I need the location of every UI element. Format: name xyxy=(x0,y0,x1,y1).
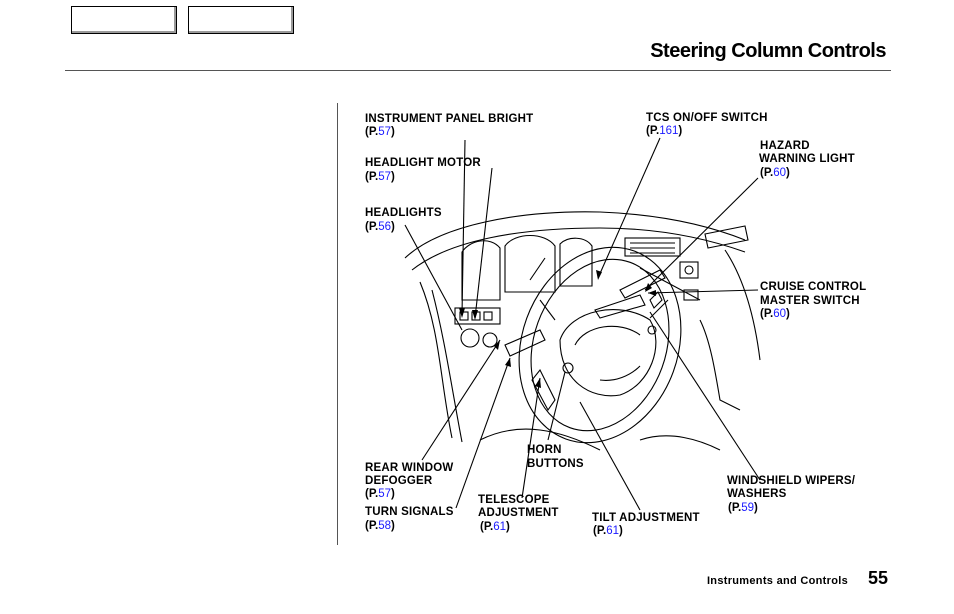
label-horn-line2: BUTTONS xyxy=(527,458,584,470)
page-link[interactable]: 60 xyxy=(773,167,787,179)
nav-button-next[interactable] xyxy=(188,6,294,34)
page-link[interactable]: 59 xyxy=(741,502,755,514)
ref-cruise[interactable]: (P.60) xyxy=(760,308,790,321)
label-hazard-line1: HAZARD xyxy=(760,140,810,152)
ref-telescope[interactable]: (P.61) xyxy=(480,521,510,534)
ref-wipers[interactable]: (P.59) xyxy=(728,502,758,515)
page-link[interactable]: 56 xyxy=(378,221,392,233)
page-link[interactable]: 57 xyxy=(378,126,392,138)
label-rear-line1: REAR WINDOW xyxy=(365,462,454,474)
page-title: Steering Column Controls xyxy=(650,40,886,62)
label-telescope-line2: ADJUSTMENT xyxy=(478,507,559,519)
label-wipers-line2: WASHERS xyxy=(727,488,787,500)
ref-close: ) xyxy=(786,167,790,179)
column-divider xyxy=(337,103,338,545)
title-rule xyxy=(65,70,891,71)
ref-tilt[interactable]: (P.61) xyxy=(593,525,623,538)
ref-prefix: (P. xyxy=(760,167,774,179)
ref-prefix: (P. xyxy=(728,502,742,514)
label-tcs-switch: TCS ON/OFF SWITCH xyxy=(646,112,768,124)
label-hazard-line2: WARNING LIGHT xyxy=(759,153,855,165)
footer-section: Instruments and Controls xyxy=(706,575,848,587)
label-rear-line2: DEFOGGER xyxy=(365,475,433,487)
page-link[interactable]: 60 xyxy=(773,308,787,320)
ref-close: ) xyxy=(391,221,395,233)
label-headlights: HEADLIGHTS xyxy=(365,207,442,219)
ref-close: ) xyxy=(754,502,758,514)
page-link[interactable]: 61 xyxy=(493,521,507,533)
ref-close: ) xyxy=(391,126,395,138)
label-instrument-panel-bright: INSTRUMENT PANEL BRIGHT xyxy=(365,113,534,125)
label-cruise-line1: CRUISE CONTROL xyxy=(760,281,867,293)
ref-close: ) xyxy=(678,125,683,137)
ref-headlights[interactable]: (P.56) xyxy=(365,221,395,234)
page-link[interactable]: 57 xyxy=(378,488,392,500)
ref-prefix: (P. xyxy=(593,525,607,537)
ref-close: ) xyxy=(786,308,790,320)
label-horn-line1: HORN xyxy=(527,444,562,456)
page-number: 55 xyxy=(867,568,888,588)
page-link[interactable]: 58 xyxy=(378,520,392,532)
ref-prefix: (P. xyxy=(365,221,379,233)
ref-close: ) xyxy=(506,521,510,533)
ref-tcs-switch[interactable]: (P.161) xyxy=(646,125,682,138)
ref-close: ) xyxy=(619,525,623,537)
ref-prefix: (P. xyxy=(480,521,494,533)
ref-prefix: (P. xyxy=(365,488,379,500)
ref-rear[interactable]: (P.57) xyxy=(365,488,395,501)
label-wipers-line1: WINDSHIELD WIPERS/ xyxy=(727,475,856,487)
page-link[interactable]: 61 xyxy=(606,525,620,537)
ref-prefix: (P. xyxy=(365,171,379,183)
ref-close: ) xyxy=(391,488,395,500)
ref-headlight-motor[interactable]: (P.57) xyxy=(365,171,395,184)
label-headlight-motor: HEADLIGHT MOTOR xyxy=(365,157,481,169)
ref-prefix: (P. xyxy=(646,125,660,137)
label-cruise-line2: MASTER SWITCH xyxy=(760,295,860,307)
ref-close: ) xyxy=(391,520,395,532)
page-link[interactable]: 161 xyxy=(659,125,679,137)
ref-instrument-panel-bright[interactable]: (P.57) xyxy=(365,126,395,139)
ref-prefix: (P. xyxy=(365,126,379,138)
label-telescope-line1: TELESCOPE xyxy=(478,494,550,506)
page-link[interactable]: 57 xyxy=(378,171,392,183)
ref-turn-signals[interactable]: (P.58) xyxy=(365,520,395,533)
ref-prefix: (P. xyxy=(760,308,774,320)
label-turn-signals: TURN SIGNALS xyxy=(365,506,454,518)
label-tilt-adjustment: TILT ADJUSTMENT xyxy=(592,512,700,524)
ref-hazard[interactable]: (P.60) xyxy=(760,167,790,180)
ref-close: ) xyxy=(391,171,395,183)
nav-button-previous[interactable] xyxy=(71,6,177,34)
ref-prefix: (P. xyxy=(365,520,379,532)
